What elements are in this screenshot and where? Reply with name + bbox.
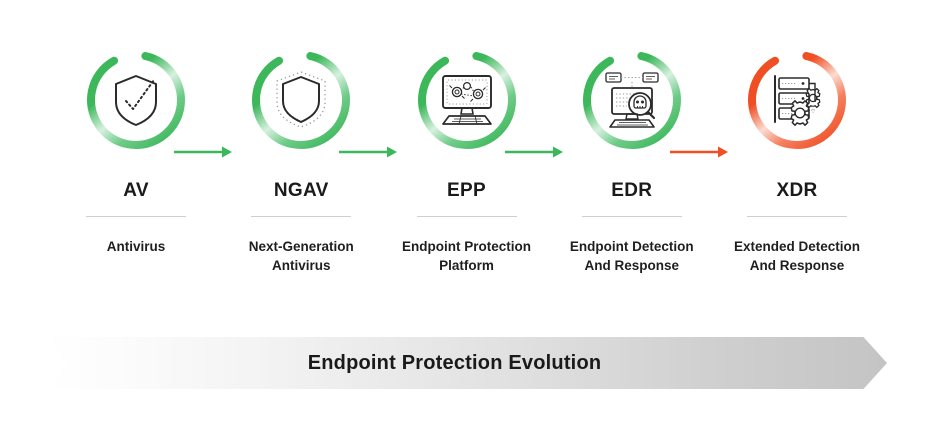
stage-epp-acronym: EPP: [447, 180, 486, 201]
connector-av-to-ngav: [174, 145, 234, 159]
progress-ring-green: [87, 51, 185, 149]
stage-ngav-ring-wrap: [247, 46, 355, 154]
progress-ring-green: [417, 51, 516, 149]
stage-epp-divider: [416, 216, 517, 217]
progress-ring-green: [252, 51, 351, 149]
stage-av-divider: [86, 216, 186, 217]
stage-ngav-description: Next-Generation Antivirus: [248, 239, 354, 274]
monitor-threat-search-icon: [601, 71, 663, 129]
server-gears-icon: [766, 71, 828, 129]
stage-ngav: NGAV Next-Generation Antivirus: [227, 46, 398, 275]
stage-epp: EPP Endpoint Protection Platform: [393, 46, 563, 275]
monitor-network-icon: [436, 71, 498, 129]
connector-epp-to-edr: [504, 145, 565, 159]
connector-ngav-to-epp: [339, 145, 399, 159]
stage-av-acronym: AV: [123, 180, 149, 201]
stage-xdr-ring-wrap: [743, 46, 851, 154]
stage-edr: EDR Endpoint Detection And Response: [558, 46, 728, 275]
shield-check-icon: [105, 71, 167, 129]
shield-dotted-icon: [270, 71, 332, 129]
stage-av-ring-wrap: [82, 46, 190, 154]
stage-xdr: XDR Extended Detection And Response: [723, 46, 871, 275]
stages-row: AV Antivirus: [0, 46, 933, 275]
stage-edr-divider: [581, 216, 682, 217]
progress-ring-green: [582, 51, 681, 149]
stage-av: AV Antivirus: [62, 46, 232, 256]
stage-edr-acronym: EDR: [611, 180, 653, 201]
stage-xdr-acronym: XDR: [776, 180, 818, 201]
progress-ring-orange: [748, 51, 846, 149]
stage-epp-ring-wrap: [413, 46, 521, 154]
stage-av-description: Antivirus: [106, 239, 166, 254]
connector-edr-to-xdr: [669, 145, 730, 159]
stage-xdr-description: Extended Detection And Response: [733, 239, 861, 274]
evolution-banner: Endpoint Protection Evolution: [46, 337, 887, 389]
stage-epp-description: Endpoint Protection Platform: [402, 239, 531, 274]
banner-title: Endpoint Protection Evolution: [307, 351, 602, 374]
stage-edr-ring-wrap: [578, 46, 686, 154]
stage-ngav-divider: [251, 216, 352, 217]
stage-ngav-acronym: NGAV: [273, 180, 329, 201]
stage-xdr-divider: [747, 216, 847, 217]
banner-arrow-shape: [46, 337, 887, 389]
stage-edr-description: Endpoint Detection And Response: [569, 239, 694, 274]
